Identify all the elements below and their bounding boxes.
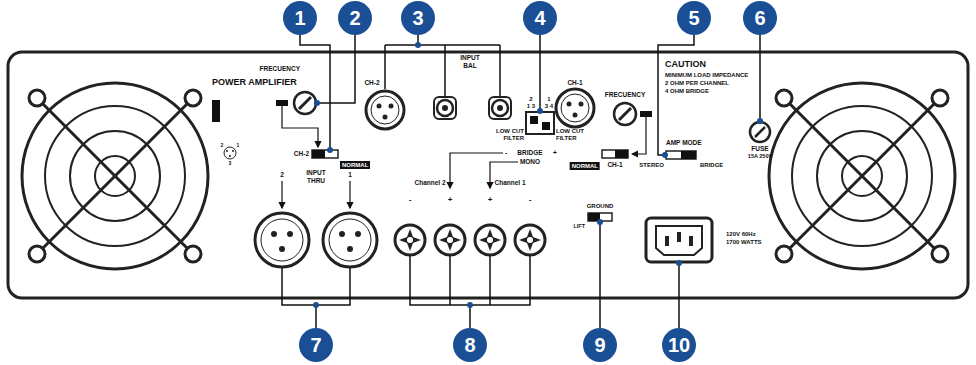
callout-number: 3	[412, 8, 423, 28]
filter-label: LOW CUT FILTER	[486, 128, 524, 142]
dip-number: 2	[529, 96, 532, 102]
switch-label: NORMAL	[340, 161, 370, 169]
mode-label: MONO	[520, 159, 540, 166]
input-label: INPUT	[460, 55, 480, 62]
power-rating: 120V 60Hz	[726, 231, 756, 237]
polarity-sign: -	[409, 196, 412, 204]
input-label: BAL	[463, 63, 476, 70]
channel-number: 2	[280, 172, 284, 179]
switch-label: GROUND	[587, 203, 614, 209]
pin-number: 3	[229, 161, 232, 166]
polarity-sign: +	[448, 196, 453, 204]
fuse-rating: 15A 250V	[748, 154, 772, 160]
output-label: Channel 2	[414, 180, 445, 187]
polarity-sign: +	[553, 150, 557, 157]
callout-number: 2	[349, 8, 360, 28]
switch-label: STEREO	[639, 162, 664, 168]
panel-title: POWER AMPLIFIER	[212, 78, 297, 87]
caution-text: 4 OHM BRIDGE	[665, 88, 709, 94]
fuse-label: FUSE	[751, 146, 768, 153]
caution-title: CAUTION	[665, 60, 706, 69]
input-label: INPUT	[306, 170, 326, 177]
polarity-sign: -	[529, 196, 532, 204]
pin-number: 2	[221, 143, 224, 148]
control-label: FRECUENCY	[605, 92, 645, 99]
pin-number: 1	[237, 143, 240, 148]
polarity-sign: -	[505, 150, 507, 157]
channel-label: CH-1	[567, 80, 582, 87]
caution-text: MINIMUM LOAD IMPEDANCE	[665, 72, 748, 78]
channel-label: CH-2	[294, 151, 309, 158]
channel-label: CH-2	[364, 80, 379, 87]
switch-label: NORMAL	[570, 162, 600, 170]
channel-label: CH-1	[607, 162, 622, 169]
switch-label: AMP MODE	[666, 140, 702, 147]
dip-number: 1	[547, 96, 550, 102]
input-label: THRU	[307, 178, 325, 185]
filter-label: LOW CUT FILTER	[556, 128, 594, 142]
power-rating: 1700 WATTS	[726, 239, 762, 245]
output-label: Channel 1	[494, 180, 525, 187]
callout-number: 5	[688, 8, 699, 28]
caution-text: 2 OHM PER CHANNEL	[665, 80, 729, 86]
polarity-sign: +	[488, 196, 493, 204]
channel-number: 1	[348, 172, 352, 179]
callout-number: 9	[594, 335, 605, 355]
callout-number: 7	[310, 335, 321, 355]
mode-label: BRIDGE	[517, 150, 542, 157]
callout-number: 4	[534, 8, 545, 28]
callout-number: 1	[294, 8, 305, 28]
callout-number: 10	[668, 335, 690, 355]
switch-label: LIFT	[573, 224, 585, 230]
dip-number: 3 4	[545, 103, 553, 109]
switch-label: BRIDGE	[700, 162, 723, 168]
control-label: FRECUENCY	[260, 66, 300, 73]
callout-number: 6	[754, 8, 765, 28]
callout-number: 8	[464, 335, 475, 355]
dip-number: 1 3	[527, 103, 535, 109]
